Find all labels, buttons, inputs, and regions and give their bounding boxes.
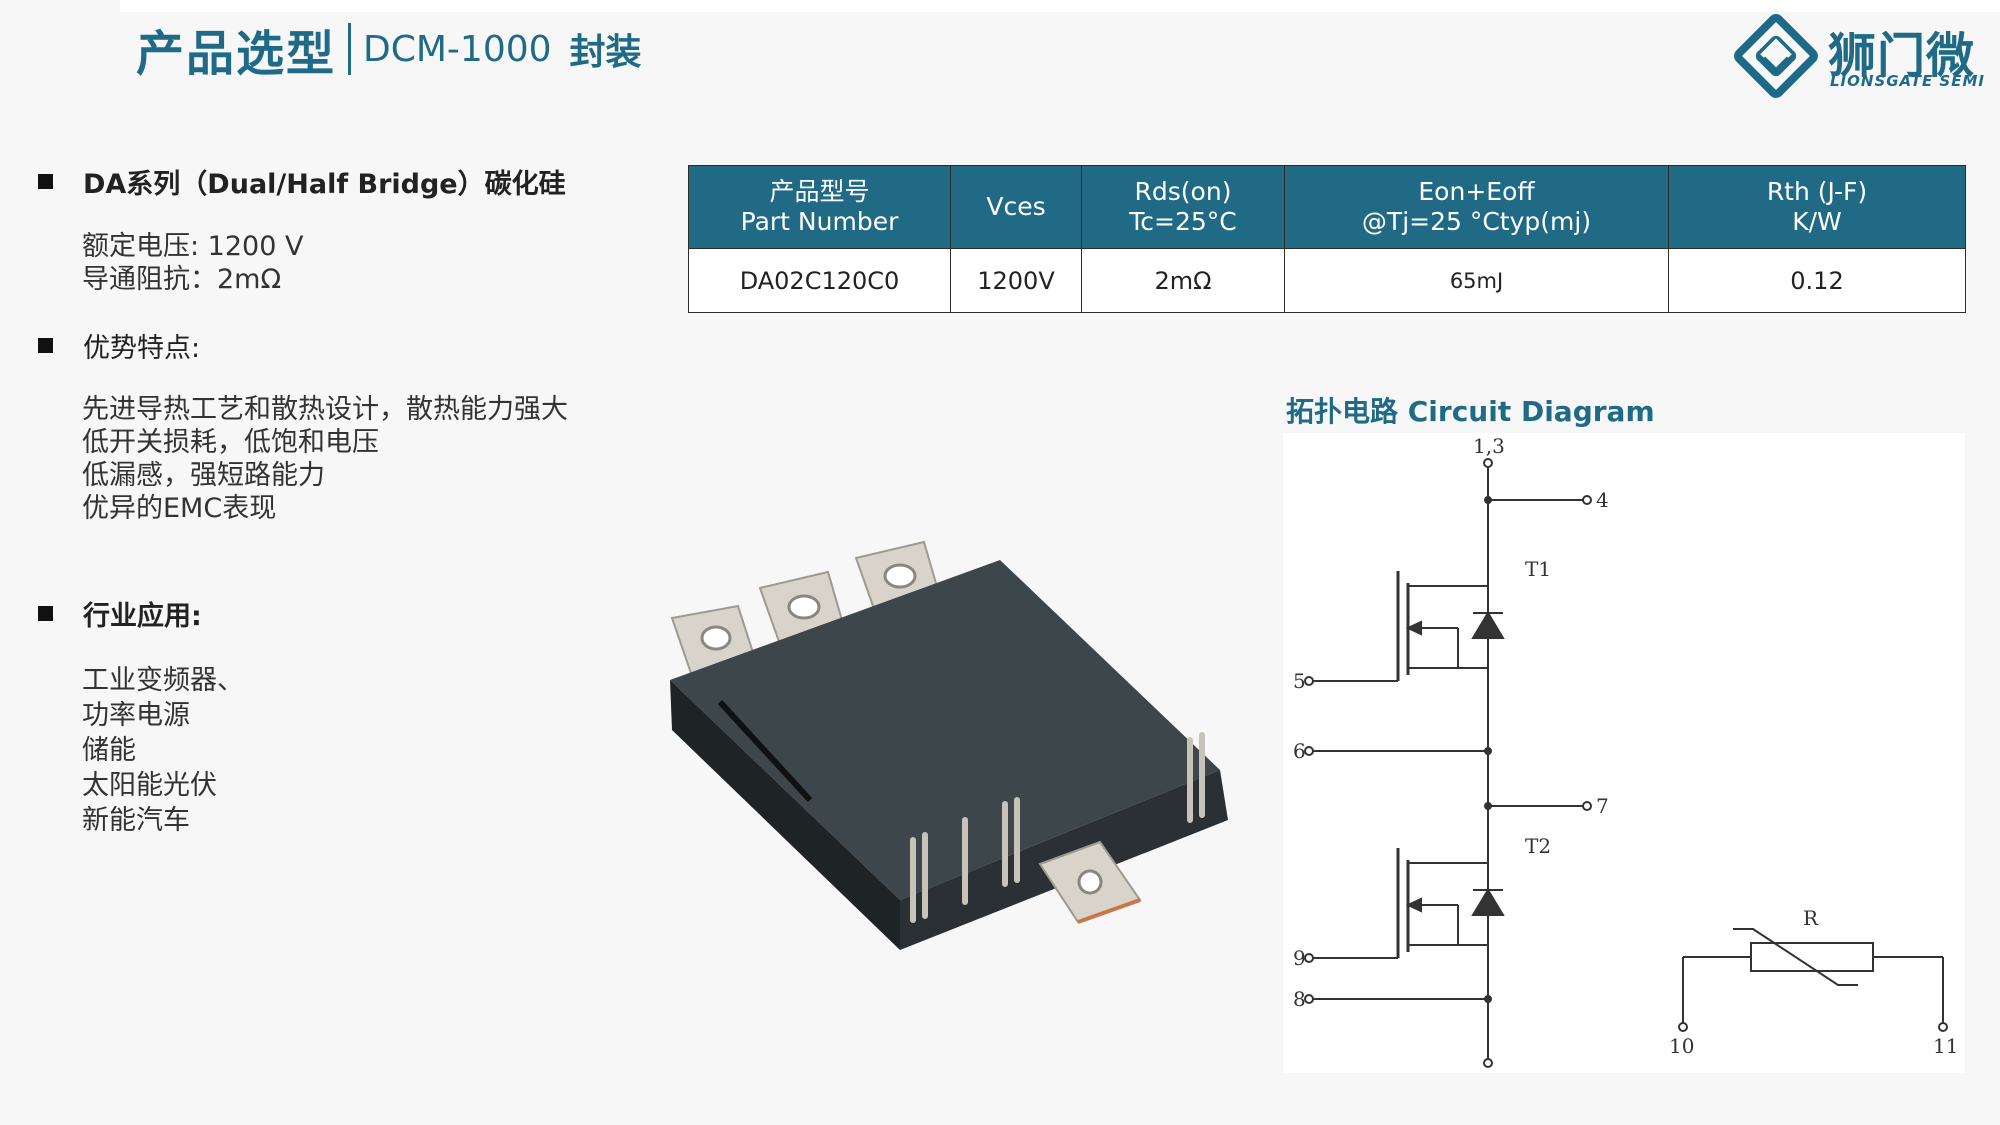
advantages-list: 先进导热工艺和散热设计，散热能力强大 低开关损耗，低饱和电压 低漏感，强短路能力… <box>82 393 568 525</box>
label-4: 4 <box>1596 488 1609 512</box>
bullet-square <box>38 338 53 353</box>
company-logo: 狮门微 LIONSGATE SEMI <box>1728 10 1985 100</box>
label-7: 7 <box>1596 794 1609 818</box>
series-title: DA系列（Dual/Half Bridge）碳化硅 <box>83 169 566 200</box>
series-bullet: DA系列（Dual/Half Bridge）碳化硅 <box>38 162 566 201</box>
bullet-square <box>38 174 53 189</box>
cell-rdson: 2mΩ <box>1081 248 1285 313</box>
label-8: 8 <box>1293 987 1306 1011</box>
label-11: 11 <box>1933 1034 1958 1058</box>
list-item: 低开关损耗，低饱和电压 <box>82 427 379 458</box>
cell-part-number: DA02C120C0 <box>688 248 951 313</box>
spec-resistance: 导通阻抗：2mΩ <box>82 264 282 295</box>
list-item: 工业变频器、 <box>82 665 244 696</box>
logo-name-cn: 狮门微 <box>1828 28 1976 84</box>
module-body-top <box>670 560 1220 900</box>
table-row: DA02C120C0 1200V 2mΩ 65mJ 0.12 <box>688 248 1966 313</box>
advantages-bullet: 优势特点: <box>38 326 200 365</box>
list-item: 先进导热工艺和散热设计，散热能力强大 <box>82 394 568 425</box>
label-t2: T2 <box>1525 834 1551 858</box>
module-body-side <box>670 680 900 950</box>
bullet-square <box>38 606 53 621</box>
circuit-diagram-title: 拓扑电路 Circuit Diagram <box>1286 395 1655 428</box>
list-item: 功率电源 <box>82 700 190 731</box>
applications-list: 工业变频器、 功率电源 储能 太阳能光伏 新能汽车 <box>82 663 244 838</box>
applications-title: 行业应用: <box>83 601 202 632</box>
advantages-title: 优势特点: <box>83 333 201 364</box>
header-part-number: 产品型号 Part Number <box>688 165 951 249</box>
applications-bullet: 行业应用: <box>38 594 202 633</box>
label-9: 9 <box>1293 946 1306 970</box>
table-header-row: 产品型号 Part Number Vces Rds(on) Tc=25°C Eo… <box>688 165 1966 249</box>
cell-eon-eoff: 65mJ <box>1284 248 1669 313</box>
spec-lines: 额定电压: 1200 V 导通阻抗：2mΩ <box>82 230 303 296</box>
circuit-diagram: 1,3 4 T1 5 6 7 T2 9 8 R 10 11 <box>1283 433 1965 1073</box>
bottom-tab <box>1038 840 1142 924</box>
title-separator <box>348 23 352 75</box>
signal-pins <box>910 732 1205 923</box>
logo-name-en: LIONSGATE SEMI <box>1830 72 1985 90</box>
title-package: 封装 <box>569 32 642 73</box>
label-r: R <box>1803 906 1819 930</box>
cell-rth: 0.12 <box>1668 248 1966 313</box>
spec-table: 产品型号 Part Number Vces Rds(on) Tc=25°C Eo… <box>688 165 1966 313</box>
list-item: 太阳能光伏 <box>82 770 217 801</box>
label-t1: T1 <box>1525 557 1551 581</box>
list-item: 优异的EMC表现 <box>82 493 277 524</box>
circuit-schematic: 1,3 4 T1 5 6 7 T2 9 8 R 10 11 <box>1293 434 1958 1068</box>
label-6: 6 <box>1293 739 1306 763</box>
header-rdson: Rds(on) Tc=25°C <box>1081 165 1285 249</box>
title-cn: 产品选型 <box>136 26 337 82</box>
diamond-logo-icon <box>1734 14 1818 98</box>
header-eon-eoff: Eon+Eoff @Tj=25 °Ctyp(mj) <box>1284 165 1669 249</box>
list-item: 新能汽车 <box>82 805 190 836</box>
label-10: 10 <box>1669 1034 1694 1058</box>
label-5: 5 <box>1293 669 1306 693</box>
page-title: 产品选型 DCM-1000 封装 <box>136 16 642 82</box>
header-vces: Vces <box>950 165 1082 249</box>
list-item: 低漏感，强短路能力 <box>82 460 325 491</box>
label-1-3: 1,3 <box>1473 434 1505 458</box>
spec-voltage: 额定电压: 1200 V <box>82 231 304 262</box>
title-model: DCM-1000 <box>363 28 552 70</box>
list-item: 储能 <box>82 735 136 766</box>
header-rth: Rth (J-F) K/W <box>1668 165 1966 249</box>
header-band <box>120 0 2000 12</box>
cell-vces: 1200V <box>950 248 1082 313</box>
module-illustration <box>670 540 1228 950</box>
